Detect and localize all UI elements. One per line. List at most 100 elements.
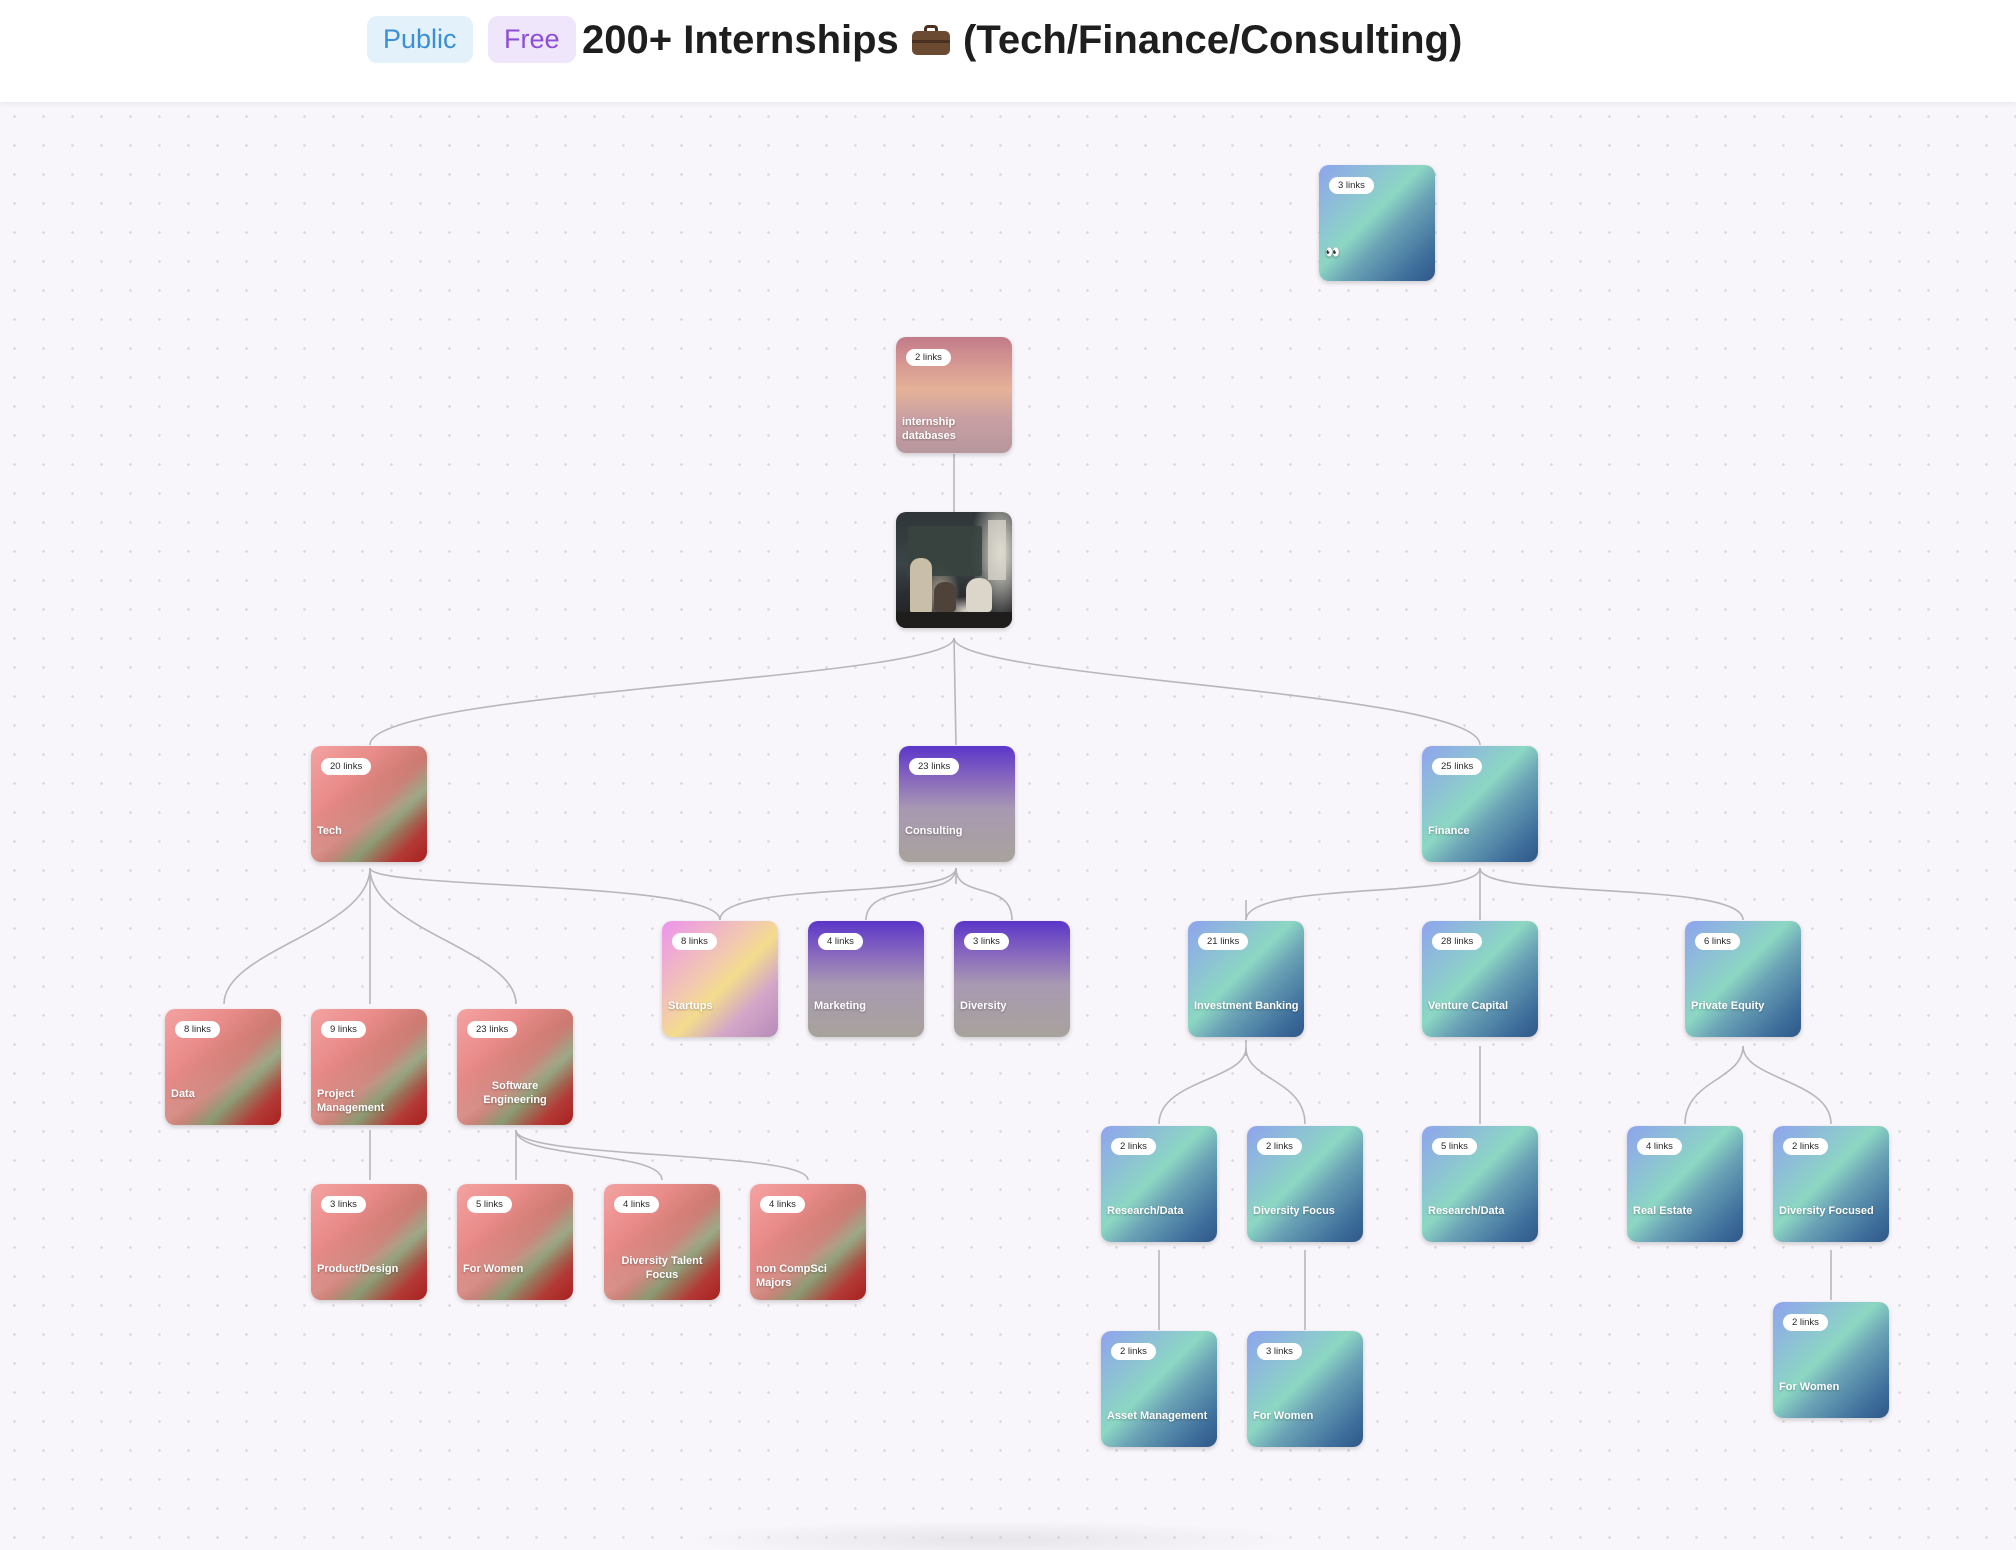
node-diversity[interactable]: 3 links Diversity — [954, 921, 1070, 1037]
node-pe-for-women[interactable]: 2 links For Women — [1773, 1302, 1889, 1418]
canvas-bottom-shade — [680, 1520, 1300, 1550]
node-vc-research-data[interactable]: 5 links Research/Data — [1422, 1126, 1538, 1242]
briefcase-icon — [911, 25, 950, 55]
node-label: Research/Data — [1107, 1205, 1184, 1217]
node-asset-management[interactable]: 2 links Asset Management — [1101, 1331, 1217, 1447]
link-count-badge: 2 links — [1783, 1138, 1828, 1155]
node-non-compsci-majors[interactable]: 4 links non CompSci Majors — [750, 1184, 866, 1300]
link-count-badge: 2 links — [1111, 1138, 1156, 1155]
node-marketing[interactable]: 4 links Marketing — [808, 921, 924, 1037]
node-label: Marketing — [814, 1000, 866, 1012]
node-label: Tech — [317, 825, 342, 837]
node-ib-research-data[interactable]: 2 links Research/Data — [1101, 1126, 1217, 1242]
node-label: Startups — [668, 1000, 713, 1012]
node-tech[interactable]: 20 links Tech — [311, 746, 427, 862]
edge-finance-ib — [1245, 867, 1481, 921]
link-count-badge: 6 links — [1695, 933, 1740, 950]
photo-desk — [896, 612, 1012, 628]
edge-root-finance — [953, 637, 1481, 746]
link-count-badge: 4 links — [614, 1196, 659, 1213]
node-label: internship databases — [902, 416, 956, 442]
edge-root-tech — [369, 637, 955, 746]
node-project-management[interactable]: 9 links Project Management — [311, 1009, 427, 1125]
node-label: For Women — [1253, 1410, 1314, 1422]
node-ib-for-women[interactable]: 3 links For Women — [1247, 1331, 1363, 1447]
node-data[interactable]: 8 links Data — [165, 1009, 281, 1125]
node-diversity-talent-focus[interactable]: 4 links Diversity Talent Focus — [604, 1184, 720, 1300]
edge-pe-diversityfocused — [1742, 1045, 1832, 1125]
edge-se-noncompsci — [515, 1129, 809, 1181]
edge-pe-realestate — [1684, 1045, 1744, 1125]
node-eyes[interactable]: 3 links 👀 — [1319, 165, 1435, 281]
node-startups[interactable]: 8 links Startups — [662, 921, 778, 1037]
link-count-badge: 8 links — [175, 1021, 220, 1038]
node-label: Software Engineering — [483, 1080, 547, 1106]
node-internship-databases[interactable]: 2 links internship databases — [896, 337, 1012, 453]
node-label: Diversity Talent Focus — [621, 1255, 703, 1281]
photo-window — [988, 520, 1006, 580]
node-private-equity[interactable]: 6 links Private Equity — [1685, 921, 1801, 1037]
link-count-badge: 20 links — [321, 758, 372, 775]
link-count-badge: 2 links — [1783, 1314, 1828, 1331]
page-header: Public Free 200+ Internships (Tech/Finan… — [0, 0, 2016, 102]
link-count-badge: 3 links — [321, 1196, 366, 1213]
link-count-badge: 2 links — [1111, 1343, 1156, 1360]
node-label: Investment Banking — [1194, 1000, 1299, 1012]
node-label: Consulting — [905, 825, 963, 837]
link-count-badge: 5 links — [467, 1196, 512, 1213]
edge-se-diversity-talent — [515, 1129, 663, 1181]
edge-tech-se — [369, 867, 517, 1005]
edge-ib-research — [1158, 1047, 1247, 1125]
node-label: For Women — [463, 1263, 524, 1275]
node-venture-capital[interactable]: 28 links Venture Capital — [1422, 921, 1538, 1037]
link-count-badge: 9 links — [321, 1021, 366, 1038]
node-root-image[interactable] — [896, 512, 1012, 628]
node-label: Real Estate — [1633, 1205, 1693, 1217]
page-title: 200+ Internships (Tech/Finance/Consultin… — [582, 14, 1462, 66]
link-count-badge: 8 links — [672, 933, 717, 950]
node-label: Diversity — [960, 1000, 1007, 1012]
node-label: Data — [171, 1088, 195, 1100]
node-label: Research/Data — [1428, 1205, 1505, 1217]
node-product-design[interactable]: 3 links Product/Design — [311, 1184, 427, 1300]
free-badge[interactable]: Free — [488, 16, 576, 63]
edge-consulting-diversity — [955, 867, 1013, 921]
node-label: For Women — [1779, 1381, 1840, 1393]
photo-person — [910, 558, 932, 614]
edge-tech-data — [223, 867, 371, 1005]
node-real-estate[interactable]: 4 links Real Estate — [1627, 1126, 1743, 1242]
node-se-for-women[interactable]: 5 links For Women — [457, 1184, 573, 1300]
edge-consulting-startups — [719, 867, 957, 921]
link-count-badge: 23 links — [467, 1021, 518, 1038]
edge-consulting-marketing — [865, 867, 957, 921]
link-count-badge: 3 links — [1329, 177, 1374, 194]
node-label: Asset Management — [1107, 1410, 1208, 1422]
link-count-badge: 5 links — [1432, 1138, 1477, 1155]
edge-finance-pe — [1479, 867, 1744, 921]
node-label: Project Management — [317, 1088, 385, 1114]
node-consulting[interactable]: 23 links Consulting — [899, 746, 1015, 862]
node-investment-banking[interactable]: 21 links Investment Banking — [1188, 921, 1304, 1037]
node-finance[interactable]: 25 links Finance — [1422, 746, 1538, 862]
node-label: Product/Design — [317, 1263, 399, 1275]
photo-person — [934, 582, 956, 612]
link-count-badge: 4 links — [760, 1196, 805, 1213]
link-count-badge: 4 links — [818, 933, 863, 950]
link-count-badge: 2 links — [1257, 1138, 1302, 1155]
link-count-badge: 3 links — [964, 933, 1009, 950]
link-count-badge: 23 links — [909, 758, 960, 775]
link-count-badge: 21 links — [1198, 933, 1249, 950]
node-label: Finance — [1428, 825, 1470, 837]
node-software-engineering[interactable]: 23 links Software Engineering — [457, 1009, 573, 1125]
link-count-badge: 25 links — [1432, 758, 1483, 775]
link-count-badge: 2 links — [906, 349, 951, 366]
public-badge[interactable]: Public — [367, 16, 473, 63]
node-label: Diversity Focused — [1779, 1205, 1874, 1217]
node-pe-diversity-focused[interactable]: 2 links Diversity Focused — [1773, 1126, 1889, 1242]
node-label: Private Equity — [1691, 1000, 1765, 1012]
link-count-badge: 3 links — [1257, 1343, 1302, 1360]
photo-person — [966, 578, 992, 612]
node-ib-diversity-focus[interactable]: 2 links Diversity Focus — [1247, 1126, 1363, 1242]
edge-tech-startups — [369, 867, 721, 921]
